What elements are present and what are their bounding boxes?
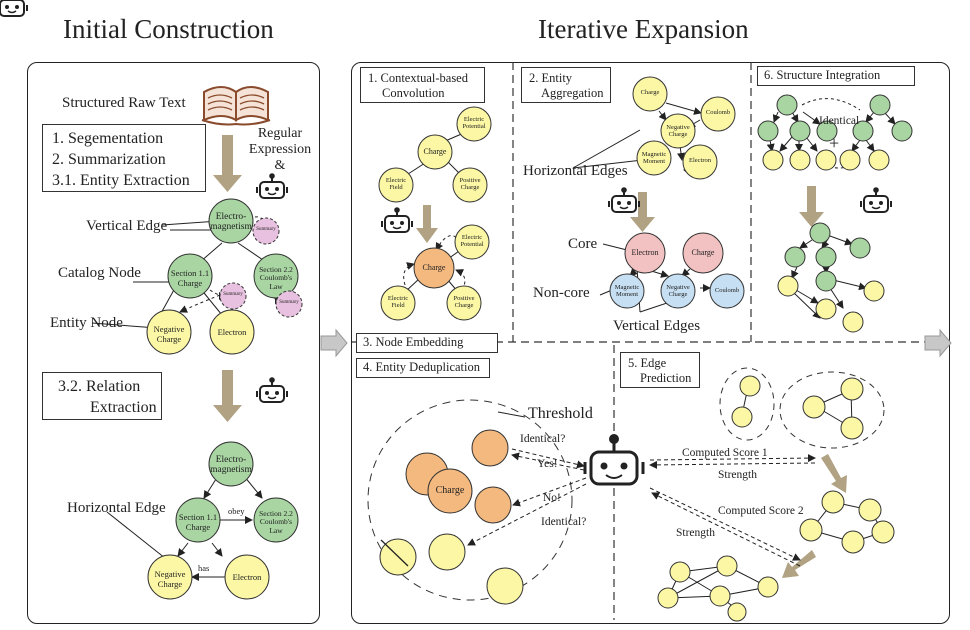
electron-node-2: Electron [232, 572, 262, 582]
relation-line-2: Extraction [90, 398, 157, 416]
regex-amp: & [274, 158, 286, 174]
charge-node-dedup: Charge [435, 485, 465, 496]
robot-icon-2 [256, 377, 288, 403]
step-box-1: 1. Segementation 2. Summarization 3.1. E… [42, 124, 206, 192]
flow-arrow-right [924, 328, 952, 358]
computed-score-2-label: Computed Score 2 [718, 505, 804, 517]
summarization-step: 2. Summarization [52, 150, 166, 168]
summary-node-2: Summary [223, 292, 243, 297]
agg-line-2: Aggregation [541, 86, 604, 100]
catalog-node-label: Catalog Node [58, 265, 141, 281]
electron-node: Electron [217, 327, 247, 337]
summary-node-1: Summary [256, 227, 276, 232]
edge-prediction-box: 5. Edge Prediction [620, 352, 700, 388]
threshold-boundary [367, 399, 573, 601]
flow-arrow-left [320, 328, 348, 358]
conv-line-2: Convolution [382, 86, 445, 100]
edge-line-2: Prediction [640, 371, 692, 385]
structure-integration-box: 6. Structure Integration [757, 66, 915, 86]
robot-icon-3 [381, 207, 413, 233]
initial-construction-title: Initial Construction [63, 14, 274, 44]
horizontal-edge-label: Horizontal Edge [67, 500, 166, 516]
book-icon [201, 86, 271, 126]
agg-line-1: 2. Entity [529, 71, 573, 85]
electron-node-agg: Electron [688, 157, 712, 164]
computed-score-1-label: Computed Score 1 [682, 447, 768, 459]
summary-node-3: Summary [279, 300, 299, 305]
charge-core-node: Charge [691, 248, 715, 257]
entity-node-label: Entity Node [50, 315, 123, 331]
robot-icon-4 [608, 187, 640, 213]
vertical-edges-label: Vertical Edges [613, 318, 701, 334]
identical-question-1: Identical? [520, 433, 566, 445]
strength-1-label: Strength [718, 469, 757, 481]
segmentation-step: 1. Segementation [52, 130, 164, 147]
plus-label: + [829, 133, 840, 153]
regex-line-2: Expression [248, 142, 312, 158]
charge-node-agg: Charge [640, 89, 660, 96]
regex-line-1: Regular [257, 126, 303, 141]
khaki-arrows [213, 135, 847, 578]
yes-label: Yes! [537, 458, 558, 470]
has-edge-label: has [198, 563, 210, 573]
non-core-label: Non-core [533, 285, 590, 301]
obey-edge-label: obey [228, 506, 245, 516]
strength-2-label: Strength [676, 527, 715, 539]
coulomb-noncore-node: Coulomb [714, 287, 740, 294]
identical-label: Identical [819, 115, 860, 127]
edge-line-1: 5. Edge [628, 356, 667, 370]
relation-extraction-box: 3.2. Relation Extraction [42, 372, 162, 420]
core-label: Core [568, 236, 598, 252]
relation-line-1: 3.2. Relation [58, 378, 141, 395]
vertical-edge-label: Vertical Edge [86, 218, 168, 234]
contextual-convolution-box: 1. Contextual-based Convolution [360, 67, 485, 103]
electromagnetism-node-2: Electro-magnetism [210, 455, 252, 476]
no-label: No! [543, 492, 561, 504]
identical-question-2: Identical? [541, 516, 587, 528]
entity-deduplication-box: 4. Entity Deduplication [356, 358, 490, 378]
robot-icon-large [583, 434, 645, 486]
threshold-label: Threshold [528, 405, 593, 422]
robot-icon-5 [860, 187, 892, 213]
node-embedding-box: 3. Node Embedding [356, 333, 498, 353]
entity-extraction-step: 3.1. Entity Extraction [52, 171, 190, 189]
structured-raw-text-label: Structured Raw Text [62, 95, 186, 111]
conv-line-1: 1. Contextual-based [368, 71, 468, 85]
robot-icon [0, 0, 28, 17]
horizontal-edges-label: Horizontal Edges [523, 163, 628, 179]
charge-node-conv-2: Charge [422, 263, 446, 272]
entity-aggregation-box: 2. Entity Aggregation [521, 67, 611, 103]
charge-node-conv: Charge [423, 147, 447, 156]
coulomb-node-agg: Coulomb [705, 109, 731, 116]
electromagnetism-node: Electro-magnetism [210, 212, 252, 233]
electron-core-node: Electron [631, 248, 659, 257]
regular-expression-label: Regular Expression & [247, 126, 313, 174]
iterative-expansion-title: Iterative Expansion [538, 14, 749, 44]
robot-icon-1 [256, 173, 288, 199]
